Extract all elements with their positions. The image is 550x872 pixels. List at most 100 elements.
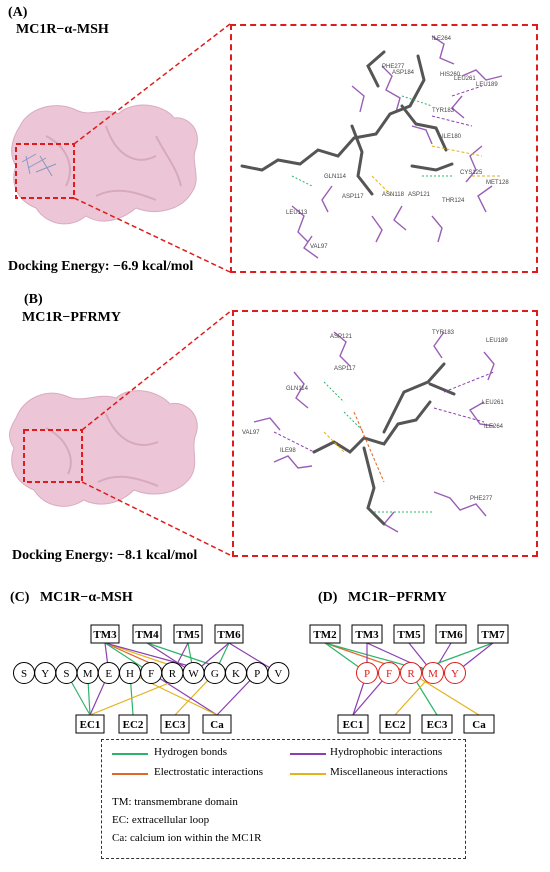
residue-label-b: VAL97: [242, 430, 260, 436]
legend-hydrophobic-label: Hydrophobic interactions: [330, 746, 443, 758]
legend-hydrogen-swatch: [112, 753, 148, 755]
panel-b-title: MC1R−PFRMY: [22, 310, 121, 325]
ec-box: [337, 714, 369, 734]
residue-label-a: PHE277: [382, 64, 405, 70]
tm-box-label: TM3: [355, 629, 379, 641]
residue-node-label: R: [407, 668, 415, 680]
residue-node-label: W: [188, 668, 199, 680]
ec-box: [160, 714, 190, 734]
panel-a-protein-surface: [11, 104, 198, 225]
panel-d-heading: (D) MC1R−PFRMY: [318, 590, 447, 606]
ec-box-label: EC1: [343, 719, 364, 731]
residue-label-a: ILE180: [442, 134, 462, 140]
residue-node: [378, 662, 400, 684]
ec-box: [202, 714, 232, 734]
residue-node: [356, 662, 378, 684]
ec-box: [118, 714, 148, 734]
interaction-line: [366, 642, 434, 674]
tm-box: [173, 624, 203, 644]
panel-b-molecule: TYR183ASP121LEU189ASP117LEU261GLN114ILE2…: [242, 330, 508, 533]
residue-node-label: F: [148, 668, 154, 680]
residue-node-label: M: [83, 668, 93, 680]
panel-d-label: (D): [318, 590, 338, 605]
residue-node-label: E: [105, 668, 112, 680]
residue-node-label: S: [21, 668, 27, 680]
residue-node-label: G: [211, 668, 219, 680]
panel-c-heading: (C) MC1R−α-MSH: [10, 590, 133, 606]
residue-label-b: ILE264: [484, 424, 504, 430]
residue-label-a: CYS125: [460, 170, 483, 176]
legend-misc-swatch: [290, 773, 326, 775]
residue-label-a: THR124: [442, 198, 465, 204]
residue-label-b: LEU189: [486, 338, 508, 344]
panel-c-title: MC1R−α-MSH: [39, 590, 133, 605]
panel-b-zoom-lines: [81, 309, 233, 557]
residue-label-b: GLN114: [286, 386, 309, 392]
panel-b-zoom-box: [232, 310, 538, 557]
ec-box-label: EC2: [123, 719, 144, 731]
legend-hydrophobic-swatch: [290, 753, 326, 755]
residue-label-a: HIS260: [440, 72, 461, 78]
residue-node-label: P: [254, 668, 260, 680]
panel-a-zoom-lines: [73, 23, 231, 273]
panel-a-label: (A): [8, 5, 28, 20]
interaction-line: [410, 672, 480, 716]
panel-b-protein-surface: [9, 390, 198, 507]
tm-box-label: TM5: [397, 629, 421, 641]
residue-node-label: M: [428, 668, 438, 680]
tm-box: [90, 624, 120, 644]
legend-electrostatic-swatch: [112, 773, 148, 775]
residue-label-a: LEU189: [476, 82, 498, 88]
tm-box: [351, 624, 383, 644]
ec-box-label: EC3: [165, 719, 186, 731]
residue-label-b: ILE98: [280, 448, 296, 454]
interaction-line: [150, 672, 218, 716]
residue-label-a: ILE264: [432, 36, 452, 42]
ec-box-label: Ca: [472, 719, 486, 731]
residue-node-label: P: [364, 668, 370, 680]
residue-node: [400, 662, 422, 684]
residue-node-label: K: [232, 668, 240, 680]
ec-box: [379, 714, 411, 734]
legend-misc-label: Miscellaneous interactions: [330, 766, 448, 778]
residue-node: [267, 662, 290, 684]
legend-electrostatic-label: Electrostatic interactions: [154, 766, 264, 778]
tm-box-label: TM6: [439, 629, 463, 641]
tm-box-label: TM7: [481, 629, 505, 641]
tm-box-label: TM6: [217, 629, 241, 641]
tm-box: [393, 624, 425, 644]
tm-box: [477, 624, 509, 644]
tm-box-label: TM2: [313, 629, 337, 641]
residue-node: [444, 662, 466, 684]
residue-label-a: MET128: [486, 180, 509, 186]
residue-node-label: H: [126, 668, 134, 680]
ec-box-label: EC3: [427, 719, 448, 731]
tm-box-label: TM5: [176, 629, 200, 641]
panel-c-label: (C): [10, 590, 30, 605]
tm-box: [214, 624, 244, 644]
residue-node-label: F: [386, 668, 392, 680]
residue-node: [422, 662, 444, 684]
legend-note-ca: Ca: calcium ion within the MC1R: [112, 832, 262, 844]
residue-label-a: VAL97: [310, 244, 328, 250]
residue-label-a: ASP184: [392, 70, 415, 76]
panel-d-title: MC1R−PFRMY: [347, 590, 447, 605]
panel-a-zoom-box: [230, 24, 538, 273]
ec-box: [463, 714, 495, 734]
panel-a-energy: Docking Energy: −6.9 kcal/mol: [8, 259, 194, 274]
tm-box-label: TM4: [135, 629, 159, 641]
residue-label-a: LEU261: [454, 76, 476, 82]
residue-label-a: ASP121: [408, 192, 431, 198]
residue-node-label: V: [274, 668, 282, 680]
legend-note-ec: EC: extracellular loop: [112, 814, 210, 826]
panel-a-title: MC1R−α-MSH: [16, 22, 109, 37]
residue-node-label: Y: [451, 668, 459, 680]
residue-label-a: ASN118: [382, 192, 405, 198]
residue-label-a: ASP117: [342, 194, 364, 200]
residue-label-a: LEU113: [286, 210, 308, 216]
residue-node-label: R: [169, 668, 177, 680]
tm-box-label: TM3: [93, 629, 117, 641]
panel-b-energy: Docking Energy: −8.1 kcal/mol: [12, 548, 198, 563]
